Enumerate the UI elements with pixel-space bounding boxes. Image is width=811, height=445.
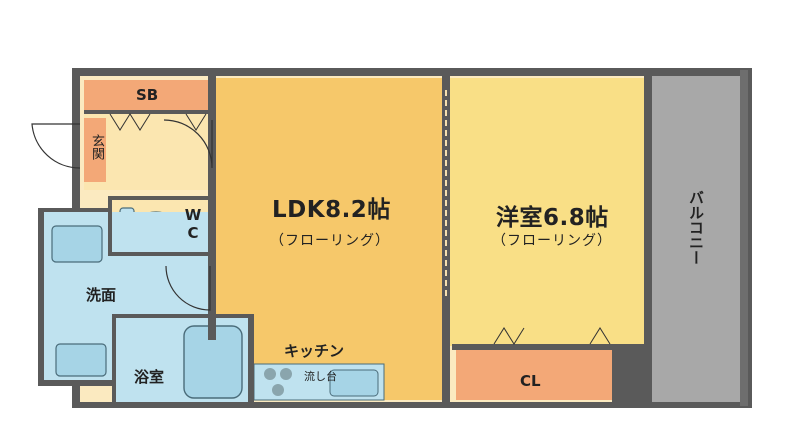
- sb-door-mark: [109, 113, 151, 131]
- room-label-nagashidai: 流し台: [304, 370, 337, 383]
- room-label-cl: CL: [520, 372, 541, 390]
- wall-bath-left: [112, 314, 116, 402]
- sb-door-mark: [185, 113, 207, 131]
- washroom-door: [165, 265, 211, 311]
- room-label-ldk: LDK8.2帖: [272, 197, 391, 223]
- wall-bath-top: [112, 314, 250, 318]
- room-label-wc: WC: [184, 206, 202, 242]
- wall-cl-top: [452, 344, 616, 350]
- genkan-inner-door: [163, 119, 213, 169]
- room-label-yokushitsu: 浴室: [134, 368, 165, 386]
- room-label-senmen: 洗面: [86, 286, 117, 304]
- room-label-genkan: 玄関: [89, 134, 104, 160]
- cl-door-mark: [493, 327, 525, 345]
- yoshitsu-floor: [450, 78, 644, 346]
- room-label-yoshitsu: 洋室6.8帖: [496, 205, 609, 231]
- kitchen-sink: [329, 369, 379, 397]
- stove-burner: [280, 368, 292, 380]
- stove-burner: [272, 384, 284, 396]
- wall-wash-bottom: [38, 380, 116, 386]
- room-label-ldk-floor: （フローリング）: [270, 233, 390, 249]
- cl-door-mark: [589, 327, 611, 345]
- wall-ldk-east: [442, 76, 450, 402]
- wall-wash-left: [38, 210, 44, 386]
- closet-cl: [456, 350, 612, 400]
- wall-balcony-sash: [644, 76, 652, 402]
- entrance-door: [31, 123, 81, 169]
- wall-sb: [84, 110, 210, 114]
- balcony-rail: [740, 70, 748, 406]
- wall-wc-left: [108, 196, 112, 256]
- room-label-sb: SB: [136, 86, 159, 104]
- washer: [55, 343, 107, 377]
- room-label-kitchen: キッチン: [284, 342, 345, 360]
- wall-bath-right: [248, 314, 254, 402]
- wall-wc-bottom: [112, 252, 210, 256]
- wall-ldk-west: [208, 76, 216, 340]
- washbasin: [51, 225, 103, 263]
- genkan-shoe: [84, 118, 106, 182]
- room-label-yoshitsu-floor: （フローリング）: [492, 233, 612, 249]
- sb-storage: [84, 80, 210, 110]
- wall-wash-top: [38, 208, 112, 212]
- room-label-balcony: バルコニー: [687, 190, 705, 265]
- stove-burner: [264, 368, 276, 380]
- balcony-area: [652, 76, 746, 402]
- wall-wc-top: [112, 196, 210, 200]
